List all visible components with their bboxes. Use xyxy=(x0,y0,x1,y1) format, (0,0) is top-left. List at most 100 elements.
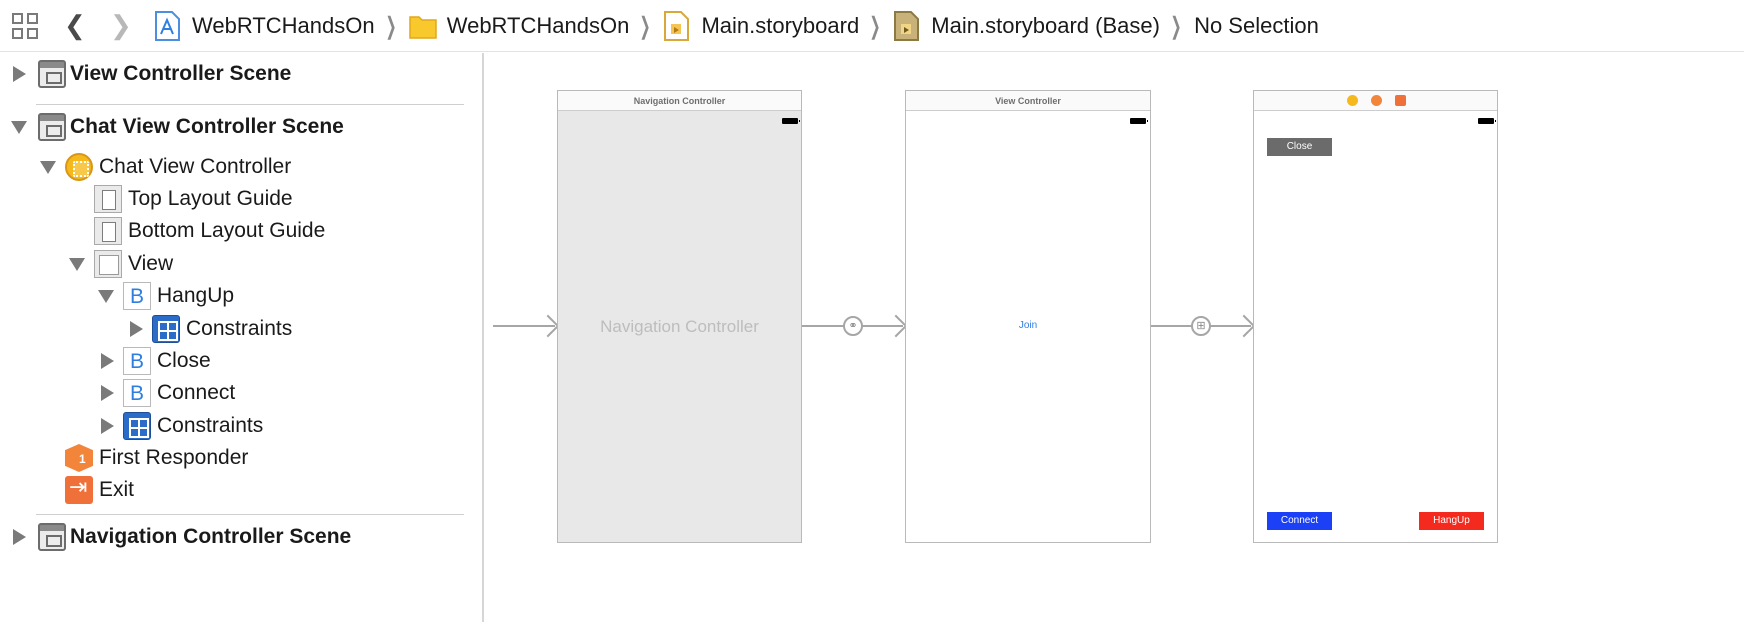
segue-arrowhead xyxy=(884,314,908,338)
outline-row-top-layout-guide[interactable]: Top Layout Guide xyxy=(0,182,482,216)
show-segue-icon[interactable]: ⊞ xyxy=(1191,316,1211,336)
disclosure-collapsed-icon[interactable] xyxy=(13,66,26,82)
scene-icon xyxy=(38,60,66,88)
breadcrumb-selection-label: No Selection xyxy=(1194,13,1319,38)
disclosure-expanded-icon[interactable] xyxy=(69,258,85,271)
disclosure-collapsed-icon[interactable] xyxy=(130,321,143,337)
entry-point-arrowhead xyxy=(536,314,560,338)
folder-icon xyxy=(408,11,437,41)
first-responder-icon: 1 xyxy=(65,444,93,472)
button-icon: B xyxy=(123,347,151,375)
constraints-icon xyxy=(152,315,180,343)
battery-icon xyxy=(1478,118,1496,124)
outline-row-label: Top Layout Guide xyxy=(128,187,293,210)
close-button[interactable]: Close xyxy=(1267,138,1332,156)
battery-icon xyxy=(782,118,800,124)
exit-dock-icon[interactable] xyxy=(1395,95,1406,106)
navigation-controller-label: Navigation Controller xyxy=(600,317,759,336)
outline-row-label: Chat View Controller xyxy=(99,155,292,178)
outline-row-label: Chat View Controller Scene xyxy=(70,115,344,138)
outline-row-view-controller-scene[interactable]: View Controller Scene xyxy=(0,57,482,91)
breadcrumb-storyboard-label: Main.storyboard xyxy=(701,13,860,38)
outline-row-first-responder[interactable]: 1 First Responder xyxy=(0,441,482,475)
view-controller-icon xyxy=(65,153,93,181)
disclosure-expanded-icon[interactable] xyxy=(40,161,56,174)
outline-row-close[interactable]: B Close xyxy=(0,344,482,378)
chat-view-controller-scene[interactable]: Close Connect HangUp xyxy=(1253,90,1498,543)
outline-row-bottom-layout-guide[interactable]: Bottom Layout Guide xyxy=(0,214,482,248)
outline-row-chat-view-controller-scene[interactable]: Chat View Controller Scene xyxy=(0,110,482,144)
disclosure-collapsed-icon[interactable] xyxy=(13,529,26,545)
storyboard-base-icon xyxy=(893,11,921,41)
layout-guide-icon xyxy=(94,185,122,213)
chevron-right-icon[interactable]: ❯ xyxy=(110,10,132,40)
outline-row-label: View xyxy=(128,252,174,275)
related-items-grid-icon[interactable] xyxy=(12,13,42,41)
outline-row-navigation-controller-scene[interactable]: Navigation Controller Scene xyxy=(0,520,482,554)
button-icon: B xyxy=(123,282,151,310)
navigation-controller-scene[interactable]: Navigation Controller Navigation Control… xyxy=(557,90,802,543)
scene-title: View Controller xyxy=(906,91,1150,111)
app-project-icon xyxy=(154,11,182,41)
breadcrumb-group[interactable]: WebRTCHandsOn xyxy=(408,11,630,41)
breadcrumb-storyboard-base[interactable]: Main.storyboard (Base) xyxy=(893,11,1160,41)
outline-separator xyxy=(36,514,464,515)
outline-row-exit[interactable]: Exit xyxy=(0,473,482,507)
battery-icon xyxy=(1130,118,1148,124)
disclosure-collapsed-icon[interactable] xyxy=(101,418,114,434)
exit-icon xyxy=(65,474,93,504)
outline-row-label: Bottom Layout Guide xyxy=(128,219,326,242)
scene-icon xyxy=(38,523,66,551)
outline-row-label: Navigation Controller Scene xyxy=(70,525,352,548)
breadcrumb-group-label: WebRTCHandsOn xyxy=(446,13,630,38)
outline-row-label: View Controller Scene xyxy=(70,62,292,85)
outline-row-label: HangUp xyxy=(157,284,235,307)
chevron-left-icon[interactable]: ❮ xyxy=(64,10,86,40)
outline-row-connect[interactable]: B Connect xyxy=(0,376,482,410)
constraints-icon xyxy=(123,412,151,440)
disclosure-expanded-icon[interactable] xyxy=(11,121,27,134)
breadcrumb-separator: ❯ xyxy=(639,12,651,40)
outline-row-view-constraints[interactable]: Constraints xyxy=(0,409,482,443)
document-outline: View Controller Scene Chat View Controll… xyxy=(0,53,482,622)
connect-button[interactable]: Connect xyxy=(1267,512,1332,530)
view-controller-scene[interactable]: View Controller Join xyxy=(905,90,1151,543)
segue-arrowhead xyxy=(1232,314,1256,338)
outline-row-chat-view-controller[interactable]: Chat View Controller xyxy=(0,150,482,184)
jump-bar: ❮ ❯ WebRTCHandsOn ❯ WebRTCHandsOn ❯ Main… xyxy=(0,0,1744,52)
storyboard-file-icon xyxy=(663,11,691,41)
outline-row-label: Constraints xyxy=(186,317,293,340)
view-icon xyxy=(94,250,122,278)
outline-row-hangup[interactable]: B HangUp xyxy=(0,279,482,313)
button-icon: B xyxy=(123,379,151,407)
breadcrumb-selection[interactable]: No Selection xyxy=(1194,13,1319,39)
outline-row-view[interactable]: View xyxy=(0,247,482,281)
breadcrumb-project-label: WebRTCHandsOn xyxy=(192,13,375,38)
outline-row-label: Close xyxy=(157,349,211,372)
breadcrumb: WebRTCHandsOn ❯ WebRTCHandsOn ❯ Main.sto… xyxy=(154,0,1319,52)
hangup-button[interactable]: HangUp xyxy=(1419,512,1484,530)
disclosure-collapsed-icon[interactable] xyxy=(101,385,114,401)
outline-row-label: Exit xyxy=(99,478,135,501)
join-button[interactable]: Join xyxy=(1018,320,1038,331)
first-responder-dock-icon[interactable] xyxy=(1371,95,1382,106)
breadcrumb-separator: ❯ xyxy=(385,12,397,40)
outline-row-hangup-constraints[interactable]: Constraints xyxy=(0,312,482,346)
outline-canvas-divider[interactable] xyxy=(482,53,484,622)
scene-dock xyxy=(1254,91,1497,111)
disclosure-collapsed-icon[interactable] xyxy=(101,353,114,369)
scene-icon xyxy=(38,113,66,141)
entry-point-arrow[interactable] xyxy=(493,325,555,327)
breadcrumb-project[interactable]: WebRTCHandsOn xyxy=(154,11,375,41)
outline-row-label: Connect xyxy=(157,381,236,404)
disclosure-expanded-icon[interactable] xyxy=(98,290,114,303)
breadcrumb-storyboard[interactable]: Main.storyboard xyxy=(663,11,859,41)
relationship-segue-icon[interactable]: ⚭ xyxy=(843,316,863,336)
view-controller-dock-icon[interactable] xyxy=(1347,95,1358,106)
outline-row-label: First Responder xyxy=(99,446,249,469)
layout-guide-icon xyxy=(94,217,122,245)
breadcrumb-separator: ❯ xyxy=(1170,12,1182,40)
storyboard-canvas[interactable]: Navigation Controller Navigation Control… xyxy=(484,53,1744,622)
breadcrumb-separator: ❯ xyxy=(869,12,881,40)
scene-title: Navigation Controller xyxy=(558,91,801,111)
